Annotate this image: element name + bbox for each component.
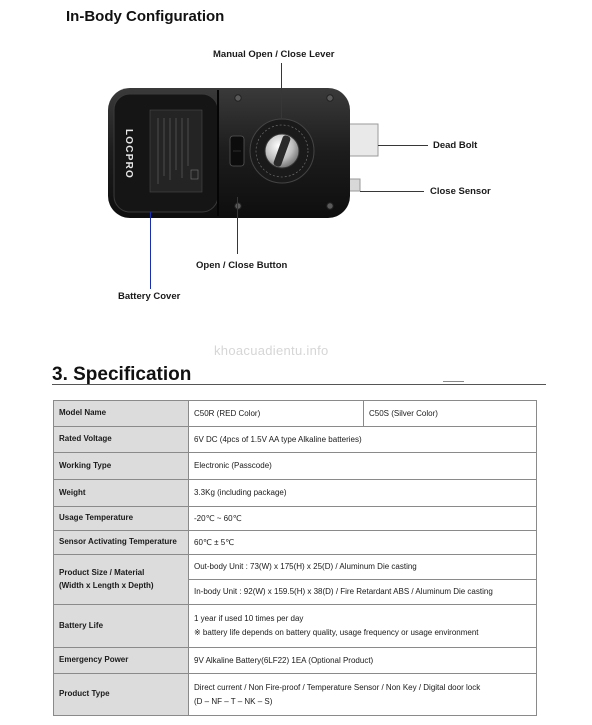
cell-value: C50S (Silver Color) xyxy=(363,400,537,427)
watermark: khoacuadientu.info xyxy=(214,343,329,358)
lock-in-body-illustration xyxy=(108,88,379,218)
cell-value: C50R (RED Color) xyxy=(188,400,364,427)
callout-line-battery-cover xyxy=(150,212,151,289)
cell-value: -20℃ ~ 60℃ xyxy=(188,506,537,531)
cell-value: 9V Alkaline Battery(6LF22) 1EA (Optional… xyxy=(188,647,537,674)
dead-bolt xyxy=(345,123,379,157)
row-label: Emergency Power xyxy=(53,647,189,674)
callout-dead-bolt: Dead Bolt xyxy=(433,140,478,151)
row-label: Rated Voltage xyxy=(53,426,189,453)
lever-handle[interactable] xyxy=(273,135,291,168)
table-row: Product Size / Material (Width x Length … xyxy=(53,554,537,605)
cell-value: Direct current / Non Fire-proof / Temper… xyxy=(188,673,537,716)
screw-icon xyxy=(234,202,242,210)
cell-value: Out-body Unit : 73(W) x 175(H) x 25(D) /… xyxy=(188,554,537,580)
section-title-in-body-configuration: In-Body Configuration xyxy=(66,8,225,25)
table-row: Working Type Electronic (Passcode) xyxy=(53,452,537,480)
table-row: Rated Voltage 6V DC (4pcs of 1.5V AA typ… xyxy=(53,426,537,453)
row-label: Product Size / Material (Width x Length … xyxy=(53,554,189,605)
table-row: Model Name C50R (RED Color) C50S (Silver… xyxy=(53,400,537,427)
row-label: Sensor Activating Temperature xyxy=(53,530,189,555)
callout-line-manual-lever xyxy=(281,63,282,118)
row-label: Weight xyxy=(53,479,189,507)
table-row: In-body Unit : 92(W) x 159.5(H) x 38(D) … xyxy=(54,579,537,605)
table-row: Sensor Activating Temperature 60℃ ± 5℃ xyxy=(53,530,537,555)
callout-line-close-sensor xyxy=(360,191,424,192)
table-row: Usage Temperature -20℃ ~ 60℃ xyxy=(53,506,537,531)
cell-value: 6V DC (4pcs of 1.5V AA type Alkaline bat… xyxy=(188,426,537,453)
row-label: Product Type xyxy=(53,673,189,716)
row-label: Usage Temperature xyxy=(53,506,189,531)
callout-close-sensor: Close Sensor xyxy=(430,186,491,197)
callout-battery-cover: Battery Cover xyxy=(118,291,181,302)
screw-icon xyxy=(234,94,242,102)
battery-life-line: 1 year if used 10 times per day xyxy=(194,614,304,623)
row-label: Working Type xyxy=(53,452,189,480)
section-title-specification: 3. Specification xyxy=(52,364,192,385)
table-row: Emergency Power 9V Alkaline Battery(6LF2… xyxy=(53,647,537,674)
row-label: Model Name xyxy=(53,400,189,427)
table-row: Product Type Direct current / Non Fire-p… xyxy=(53,673,537,716)
cell-value: In-body Unit : 92(W) x 159.5(H) x 38(D) … xyxy=(188,579,537,605)
callout-manual-lever: Manual Open / Close Lever xyxy=(213,49,335,60)
product-type-code: (D – NF – T – NK – S) xyxy=(194,696,273,706)
battery-life-note: ※ battery life depends on battery qualit… xyxy=(194,628,479,637)
certification-mark-icon xyxy=(190,169,199,180)
cell-value: Electronic (Passcode) xyxy=(188,452,537,480)
screw-icon xyxy=(326,202,334,210)
callout-open-close-button: Open / Close Button xyxy=(196,260,288,271)
product-type-line: Direct current / Non Fire-proof / Temper… xyxy=(194,682,481,692)
screw-icon xyxy=(326,94,334,102)
heading-rule-accent xyxy=(443,381,464,382)
specification-table: Model Name C50R (RED Color) C50S (Silver… xyxy=(53,400,537,716)
heading-rule xyxy=(52,384,546,385)
brand-logo: LOCPRO xyxy=(123,129,134,179)
cell-value: 3.3Kg (including package) xyxy=(188,479,537,507)
cell-value: 60℃ ± 5℃ xyxy=(188,530,537,555)
table-row: Battery Life 1 year if used 10 times per… xyxy=(53,604,537,648)
callout-line-open-close-button xyxy=(237,197,238,254)
callout-line-dead-bolt xyxy=(378,145,428,146)
table-row: Weight 3.3Kg (including package) xyxy=(53,479,537,507)
cell-value: 1 year if used 10 times per day ※ batter… xyxy=(188,604,537,648)
row-label: Battery Life xyxy=(53,604,189,648)
